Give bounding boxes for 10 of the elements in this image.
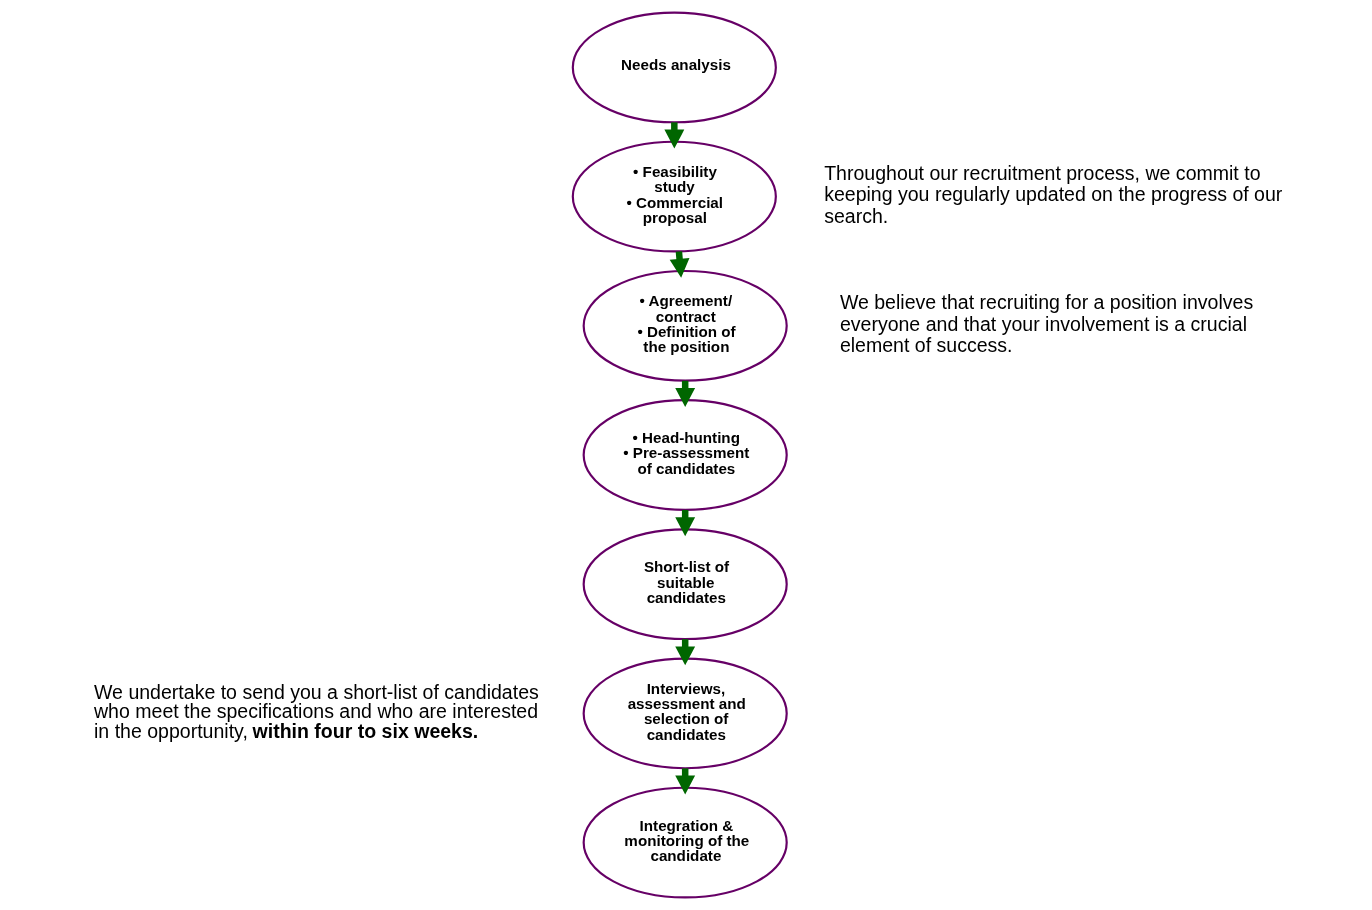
label: We believe that recruiting for a position involves everyone and that your involvement is a crucial element of success.: [839, 290, 1254, 357]
node-ellipse: Interviews, assessment and selection of candidates: [582, 657, 788, 770]
node-ellipse: • Agreement/ contract • Definition of the position: [582, 269, 788, 382]
node-ellipse: • Head-hunting • Pre-assessment of candidates: [582, 399, 788, 511]
node-ellipse: • Feasibility study • Commercial proposal: [571, 140, 777, 253]
node-ellipse: Short-list of suitable candidates: [582, 528, 788, 641]
label: Throughout our recruitment process, we commit to keeping you regularly updated on the progress of our search.: [824, 161, 1283, 228]
node-ellipse: Integration & monitoring of the candidate: [582, 786, 788, 899]
node-ellipse: Needs analysis: [571, 11, 777, 124]
label: We undertake to send you a short-list of candidates who meet the specifications and who are interested in the opportunity, within four to six weeks.: [94, 680, 539, 742]
